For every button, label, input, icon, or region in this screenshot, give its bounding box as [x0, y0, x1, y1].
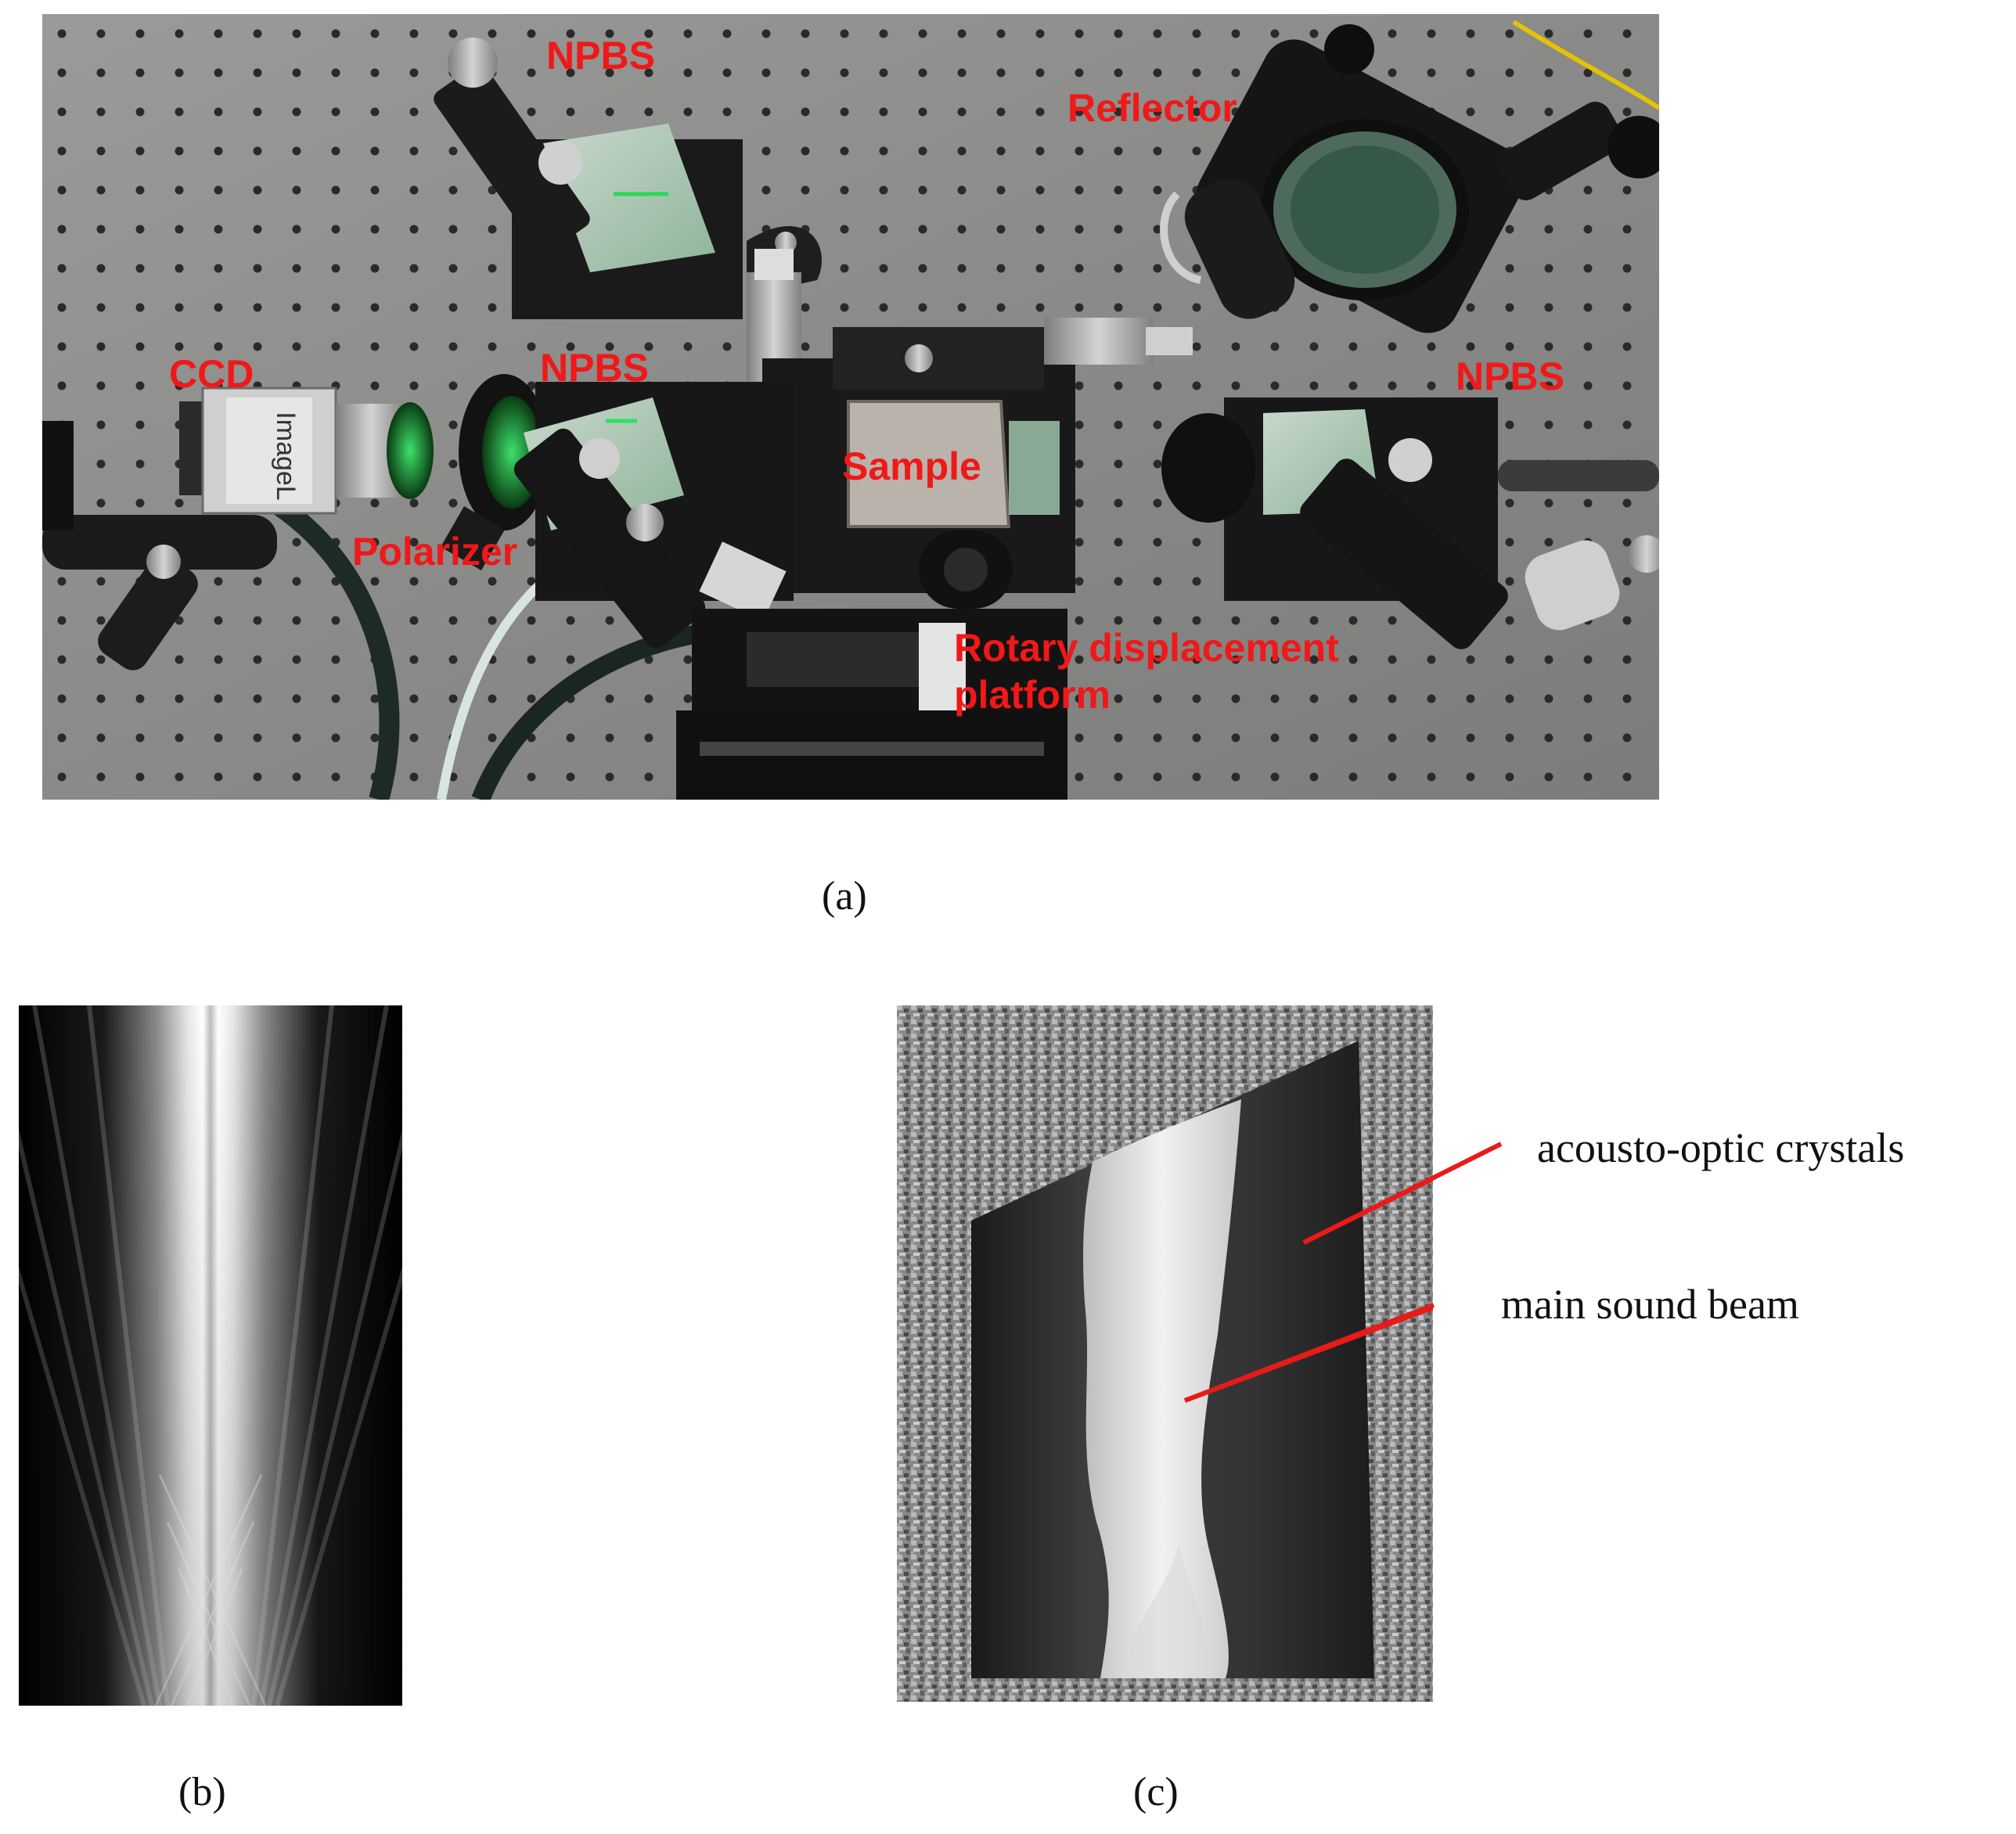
label-npbs-top: NPBS — [546, 34, 655, 77]
caption-a: (a) — [822, 874, 867, 919]
npbs-top-mount — [434, 38, 822, 319]
label-polarizer: Polarizer — [352, 530, 518, 574]
caption-b: (b) — [178, 1770, 226, 1814]
label-rotary-line2: platform — [954, 673, 1111, 717]
label-npbs-middle: NPBS — [540, 346, 649, 390]
npbs-middle-mount — [513, 382, 794, 649]
label-sample: Sample — [842, 444, 981, 488]
panel-a-photo: ImageL — [42, 14, 1670, 804]
label-reflector: Reflector — [1067, 86, 1237, 130]
panel-b-simulation — [0, 1005, 483, 1706]
annotation-main-sound-beam: main sound beam — [1501, 1281, 1799, 1328]
caption-c: (c) — [1133, 1770, 1179, 1814]
panel-c-measurement — [897, 1005, 1503, 1702]
label-npbs-right: NPBS — [1456, 354, 1564, 398]
optical-bench-illustration: ImageL — [42, 14, 1670, 804]
label-ccd: CCD — [169, 352, 254, 396]
rotary-platform — [676, 609, 1067, 800]
annotation-acousto-optic-crystals: acousto-optic crystals — [1537, 1124, 1905, 1171]
svg-text:ImageL: ImageL — [271, 412, 301, 500]
simulated-sound-beam-image — [0, 1005, 483, 1706]
npbs-right-mount — [1161, 397, 1665, 649]
reflector-mount — [1160, 24, 1670, 333]
sample-stage — [762, 318, 1193, 609]
measured-sound-beam-image — [897, 1005, 1503, 1702]
label-rotary-line1: Rotary displacement — [954, 626, 1339, 670]
